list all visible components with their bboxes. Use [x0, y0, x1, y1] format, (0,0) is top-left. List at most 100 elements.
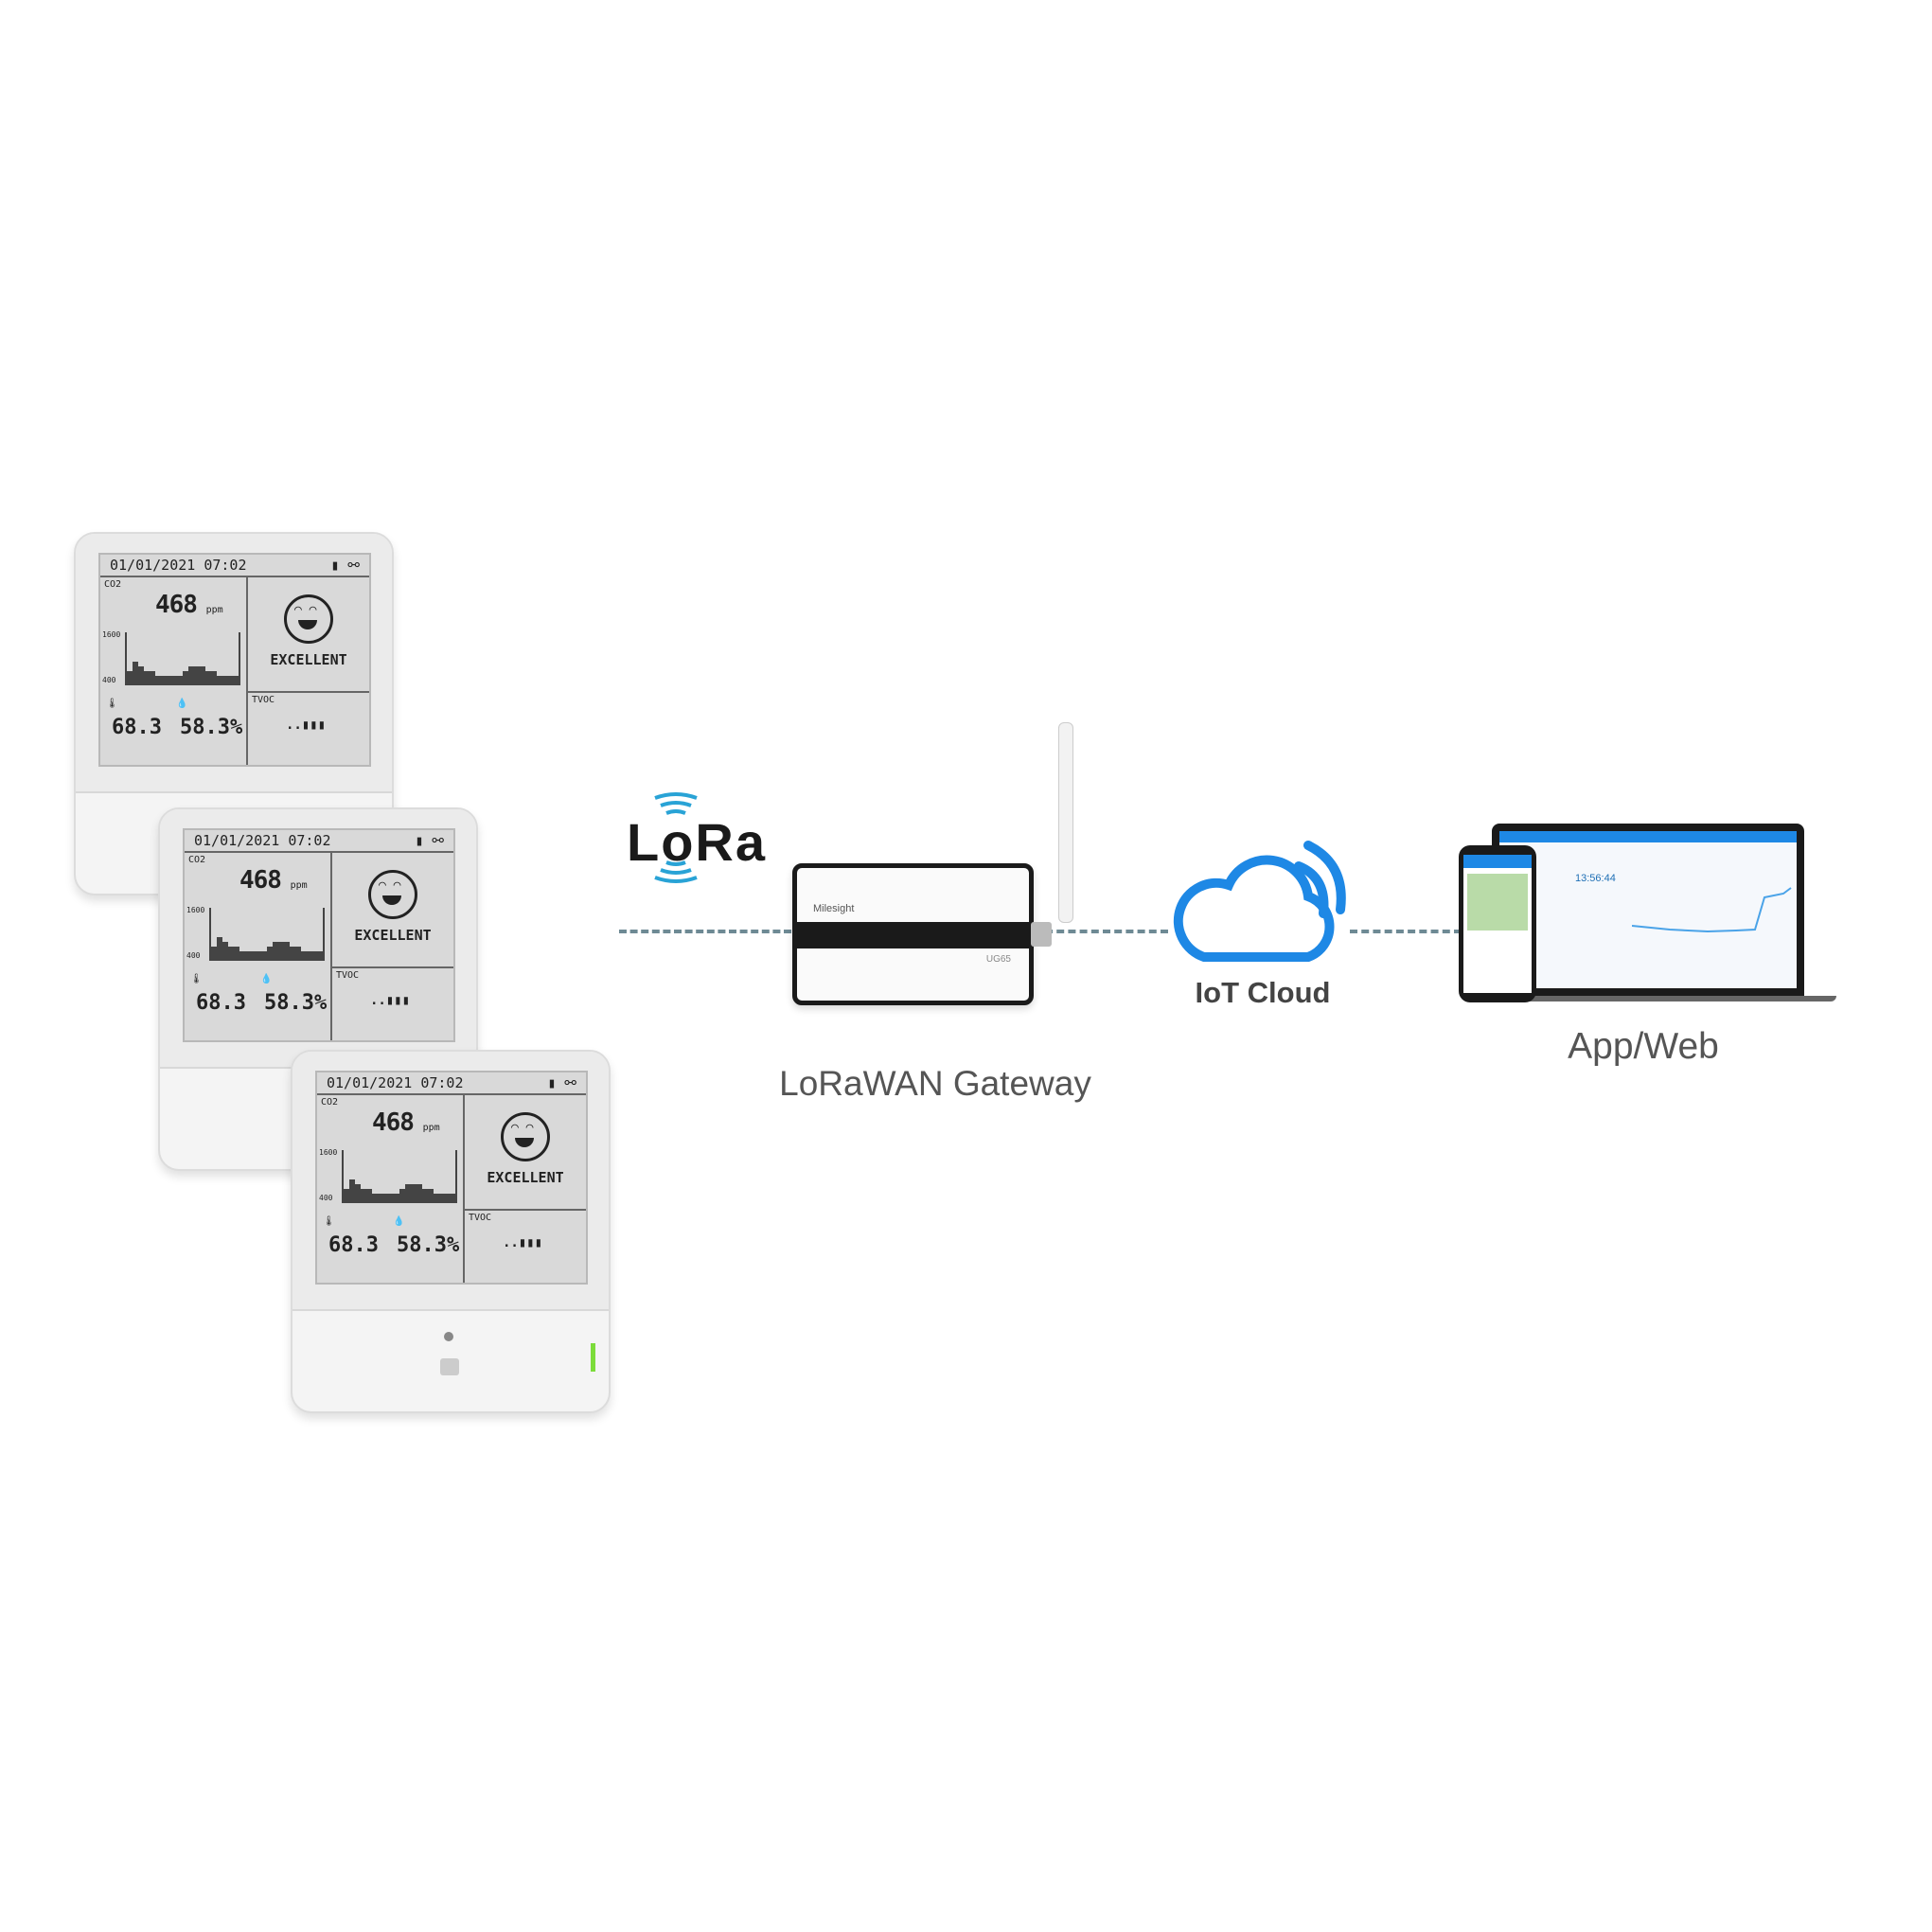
chart-bar	[317, 951, 324, 961]
axis-max: 1600	[102, 630, 121, 639]
chart-bar	[311, 951, 318, 961]
chart-bar	[216, 937, 222, 961]
chart-bar	[438, 1194, 445, 1203]
datetime: 01/01/2021 07:02	[327, 1074, 464, 1091]
chart-bar	[204, 671, 211, 685]
tvoc-label: TVOC	[336, 970, 360, 981]
humidity-value: 58.3%	[264, 991, 328, 1015]
chart-bar	[193, 666, 200, 685]
chart-bar	[166, 676, 172, 685]
chart-bar	[171, 676, 178, 685]
chart-bar	[233, 947, 239, 961]
tvoc-label: TVOC	[252, 695, 275, 705]
chart-bar	[160, 676, 167, 685]
chart-bar	[127, 671, 133, 685]
cloud-label: IoT Cloud	[1195, 976, 1331, 1009]
chart-bar	[222, 676, 228, 685]
air-quality-status: EXCELLENT	[354, 927, 432, 944]
air-quality-sensor: 01/01/2021 07:02 ▮ ⚯ CO2 468 ppm 1600 400…	[74, 532, 394, 895]
chart-bar	[210, 671, 217, 685]
chart-bar	[267, 947, 273, 961]
battery-icon: ▮ ⚯	[330, 557, 360, 574]
chart-bar	[306, 951, 312, 961]
co2-unit: ppm	[422, 1123, 440, 1133]
chart-bar	[261, 951, 268, 961]
chart-bar	[365, 1189, 372, 1203]
temperature-value: 68.3	[328, 1233, 379, 1257]
dashboard-clock: 13:56:44	[1575, 873, 1616, 884]
thermometer-icon: 🌡	[106, 699, 118, 709]
device-button[interactable]	[440, 1358, 459, 1375]
lorawan-gateway: Milesight UG65	[792, 863, 1052, 1005]
co2-label: CO2	[188, 855, 206, 865]
thermometer-icon: 🌡	[323, 1216, 335, 1227]
chart-bar	[360, 1189, 366, 1203]
chart-bar	[277, 942, 284, 961]
connection-line	[619, 930, 791, 933]
chart-bar	[444, 1194, 451, 1203]
sensor-dot	[444, 1332, 453, 1341]
chart-bar	[377, 1194, 383, 1203]
air-quality-sensor: 01/01/2021 07:02▮ ⚯ CO2 468 ppm 1600 400…	[291, 1050, 611, 1413]
laptop-base	[1477, 996, 1836, 1001]
axis-max: 1600	[186, 906, 205, 914]
smiley-icon	[284, 594, 333, 644]
chart-bar	[427, 1189, 434, 1203]
chart-bar	[250, 951, 257, 961]
dashboard-chart	[1632, 887, 1792, 933]
humidity-value: 58.3%	[397, 1233, 460, 1257]
lora-logo: LoRa	[625, 790, 776, 891]
smiley-icon	[501, 1112, 550, 1161]
temperature-value: 68.3	[112, 716, 162, 739]
axis-max: 1600	[319, 1148, 338, 1157]
chart-bar	[227, 676, 234, 685]
smiley-icon	[368, 870, 417, 919]
chart-bar	[177, 676, 184, 685]
gateway-antenna	[1058, 722, 1073, 923]
chart-bar	[216, 676, 222, 685]
chart-bar	[348, 1179, 355, 1203]
chart-bar	[256, 951, 262, 961]
chart-bar	[233, 676, 239, 685]
chart-bar	[143, 671, 150, 685]
gateway-label: LoRaWAN Gateway	[779, 1064, 1091, 1103]
chart-bar	[433, 1194, 439, 1203]
lcd-screen: 01/01/2021 07:02▮ ⚯ CO2 468 ppm 1600 400…	[183, 828, 455, 1042]
cloud-icon	[1173, 841, 1346, 962]
co2-unit: ppm	[205, 605, 223, 615]
chart-bar	[199, 666, 205, 685]
map-icon	[1467, 874, 1528, 931]
laptop: 13:56:44	[1492, 824, 1804, 996]
status-led	[591, 1343, 595, 1372]
lora-waves-icon	[654, 792, 698, 883]
co2-unit: ppm	[290, 880, 308, 891]
chart-bar	[187, 666, 194, 685]
gateway-brand: Milesight	[813, 903, 855, 914]
app-label: App/Web	[1568, 1026, 1719, 1067]
chart-bar	[283, 942, 290, 961]
chart-bar	[294, 947, 301, 961]
antenna-connector	[1031, 922, 1052, 947]
axis-min: 400	[102, 676, 116, 684]
tvoc-level-icon: ..▮▮▮	[286, 718, 327, 733]
chart-bar	[300, 951, 307, 961]
co2-label: CO2	[321, 1097, 339, 1108]
lcd-screen: 01/01/2021 07:02▮ ⚯ CO2 468 ppm 1600 400…	[315, 1071, 588, 1285]
tvoc-level-icon: ..▮▮▮	[370, 993, 411, 1008]
humidity-icon: 💧	[176, 699, 188, 709]
datetime: 01/01/2021 07:02	[194, 832, 331, 849]
chart-bar	[404, 1184, 411, 1203]
chart-bar	[244, 951, 251, 961]
axis-min: 400	[186, 951, 201, 960]
air-quality-status: EXCELLENT	[487, 1169, 564, 1186]
co2-value: 468	[372, 1108, 415, 1137]
gateway-led-strip	[792, 922, 1034, 948]
co2-value: 468	[239, 866, 282, 895]
connection-line	[1350, 930, 1462, 933]
battery-icon: ▮ ⚯	[547, 1074, 576, 1091]
chart-bar	[222, 942, 228, 961]
chart-bar	[227, 947, 234, 961]
chart-bar	[211, 947, 217, 961]
tvoc-level-icon: ..▮▮▮	[503, 1235, 543, 1250]
tvoc-label: TVOC	[469, 1213, 492, 1223]
